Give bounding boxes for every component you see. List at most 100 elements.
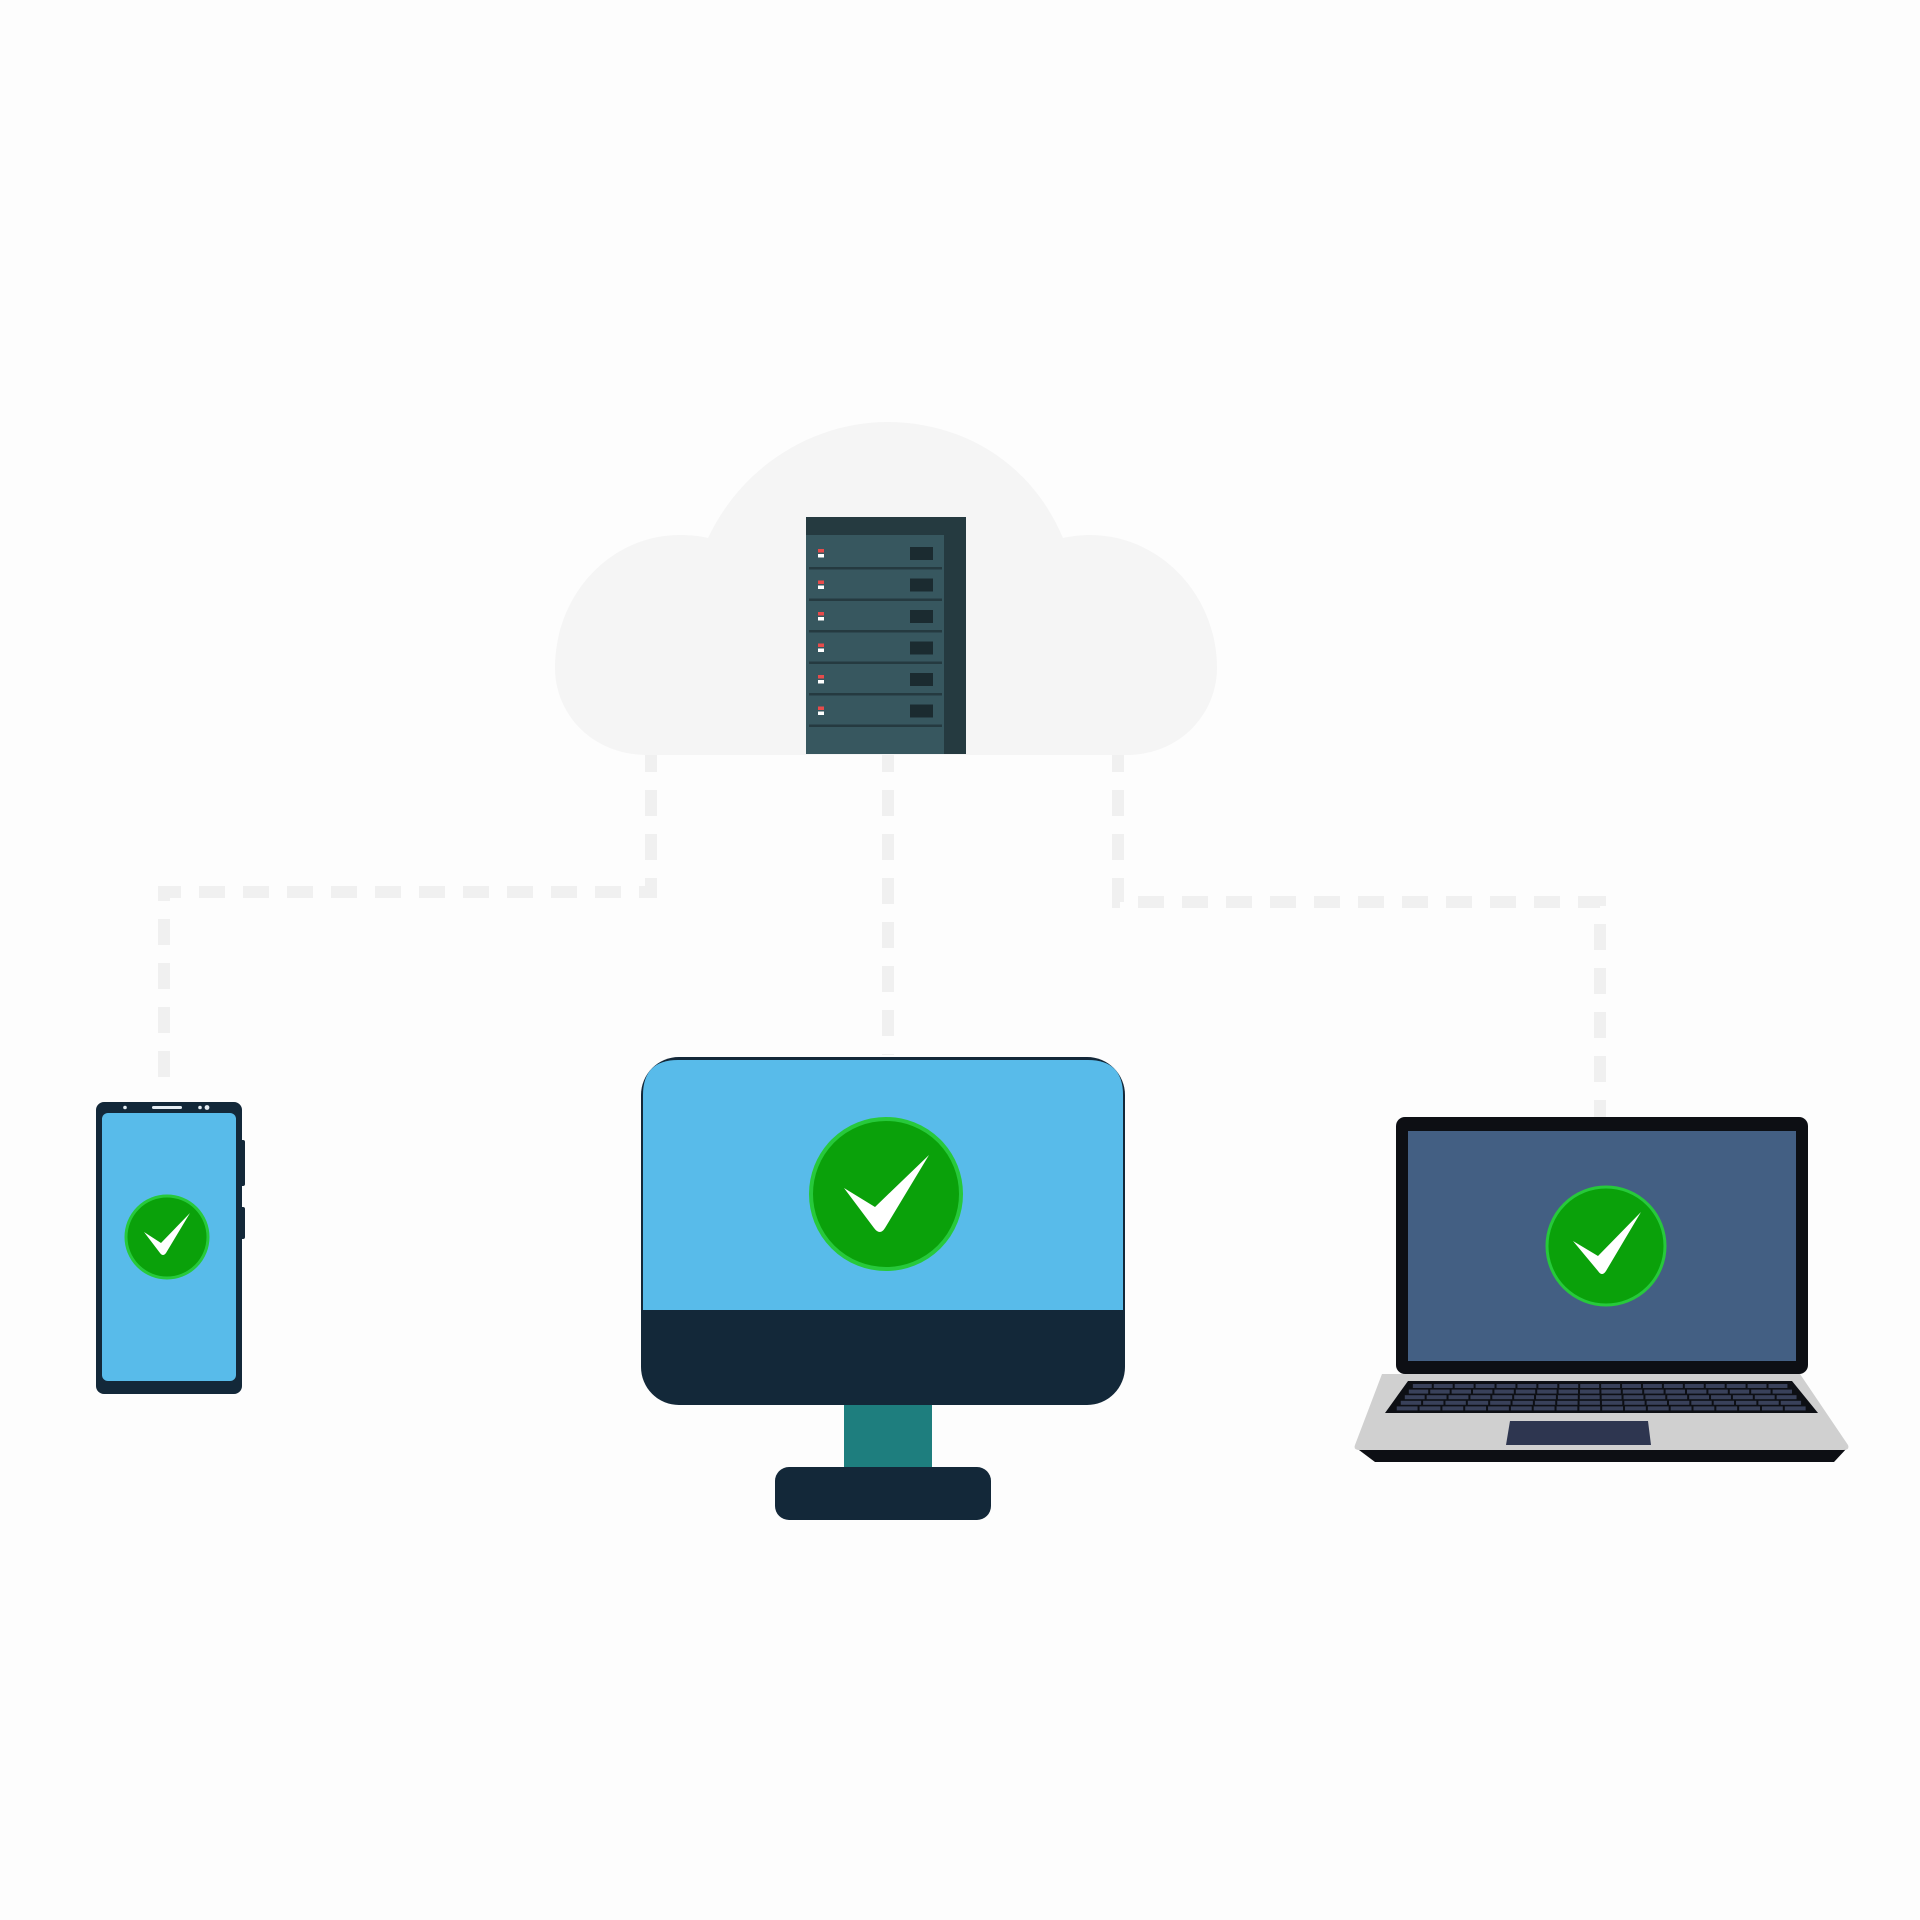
server-unit-divider (809, 693, 942, 696)
keyboard-key (1761, 1406, 1783, 1411)
keyboard-key (1423, 1400, 1444, 1405)
laptop-trackpad (1506, 1421, 1651, 1445)
keyboard-key (1454, 1384, 1474, 1388)
laptop-icon[interactable] (1354, 1117, 1849, 1462)
desktop-monitor-icon[interactable] (641, 1057, 1125, 1520)
checkmark-icon (1573, 1212, 1641, 1274)
keyboard-key (1404, 1395, 1425, 1400)
keyboard-key (1646, 1400, 1667, 1405)
keyboard-key (1442, 1406, 1464, 1411)
server-led-red (818, 549, 824, 553)
keyboard-key (1776, 1395, 1797, 1400)
server-led-white (818, 585, 824, 589)
keyboard-key (1747, 1384, 1767, 1388)
server-unit-divider (809, 724, 942, 727)
server-led-white (818, 648, 824, 652)
keyboard-key (1465, 1406, 1487, 1411)
connector-cloud-to-laptop (1112, 746, 1606, 1120)
server-led-red (818, 675, 824, 679)
keyboard-key (1726, 1384, 1746, 1388)
keyboard-key (1490, 1400, 1511, 1405)
keyboard-key (1667, 1395, 1688, 1400)
keyboard-key (1784, 1406, 1806, 1411)
monitor-stand-neck (844, 1405, 932, 1471)
server-unit-divider (809, 598, 942, 601)
keyboard-key (1645, 1395, 1666, 1400)
phone-camera (204, 1105, 210, 1110)
keyboard-key (1772, 1389, 1792, 1394)
keyboard-key (1711, 1395, 1731, 1400)
server-led-red (818, 612, 824, 616)
server-unit-divider (809, 630, 942, 633)
server-drive-slot (910, 578, 933, 592)
keyboard-key (1448, 1395, 1469, 1400)
keyboard-key (1647, 1406, 1669, 1411)
keyboard-key (1512, 1400, 1533, 1405)
keyboard-key (1556, 1406, 1578, 1411)
keyboard-key (1510, 1406, 1532, 1411)
server-units (809, 540, 942, 727)
keyboard-key (1644, 1389, 1664, 1394)
keyboard-key (1736, 1400, 1757, 1405)
keyboard-key (1601, 1384, 1621, 1388)
keyboard-key (1492, 1395, 1513, 1400)
server-unit-divider (809, 661, 942, 664)
server-drive-slot (910, 610, 933, 623)
server-led-red (818, 580, 824, 584)
keyboard-key (1601, 1400, 1623, 1405)
keyboard-key (1579, 1400, 1600, 1405)
keyboard-key (1558, 1389, 1579, 1394)
server-drive-slot (910, 547, 933, 560)
server-drive-slot (910, 641, 933, 655)
keyboard-key (1729, 1389, 1750, 1394)
keyboard-key (1579, 1395, 1600, 1400)
keyboard-key (1533, 1406, 1555, 1411)
keyboard-key (1580, 1384, 1600, 1388)
server-led-red (818, 706, 824, 710)
keyboard-key (1580, 1389, 1600, 1394)
keyboard-key (1665, 1389, 1685, 1394)
connector-cloud-to-phone (158, 746, 657, 1092)
keyboard-key (1686, 1389, 1707, 1394)
smartphone-icon[interactable] (96, 1102, 245, 1394)
keyboard-key (1624, 1400, 1645, 1405)
phone-status-checkmark (124, 1194, 210, 1280)
keyboard-key (1408, 1389, 1429, 1394)
keyboard-key (1488, 1406, 1509, 1411)
keyboard-key (1475, 1384, 1495, 1388)
keyboard-key (1768, 1384, 1788, 1388)
keyboard-key (1412, 1384, 1432, 1388)
server-led-red (818, 643, 824, 647)
keyboard-key (1534, 1400, 1556, 1405)
keyboard-key (1625, 1406, 1646, 1411)
keyboard-key (1536, 1395, 1556, 1400)
keyboard-key (1473, 1389, 1493, 1394)
keyboard-key (1691, 1400, 1712, 1405)
server-led-white (818, 711, 824, 715)
keyboard-key (1670, 1406, 1692, 1411)
server-drive-slot (910, 704, 933, 718)
keyboard-key (1668, 1400, 1690, 1405)
connectors (158, 746, 1606, 1120)
keyboard-key (1557, 1400, 1578, 1405)
checkmark-icon (144, 1213, 190, 1255)
keyboard-key (1400, 1400, 1422, 1405)
phone-camera-dot (198, 1105, 202, 1110)
keyboard-key (1758, 1400, 1779, 1405)
keyboard-key (1537, 1389, 1557, 1394)
phone-speaker (152, 1106, 182, 1109)
keyboard-key (1601, 1389, 1621, 1394)
keyboard-key (1557, 1395, 1578, 1400)
keyboard-key (1559, 1384, 1579, 1388)
keyboard-key (1754, 1395, 1775, 1400)
keyboard-key (1622, 1384, 1641, 1388)
keyboard-key (1451, 1389, 1472, 1394)
checkmark-icon (844, 1155, 929, 1232)
laptop-keys (1396, 1384, 1806, 1411)
laptop-status-checkmark (1545, 1185, 1667, 1307)
keyboard-key (1517, 1384, 1537, 1388)
keyboard-key (1780, 1400, 1802, 1405)
keyboard-key (1514, 1395, 1535, 1400)
keyboard-key (1430, 1389, 1450, 1394)
